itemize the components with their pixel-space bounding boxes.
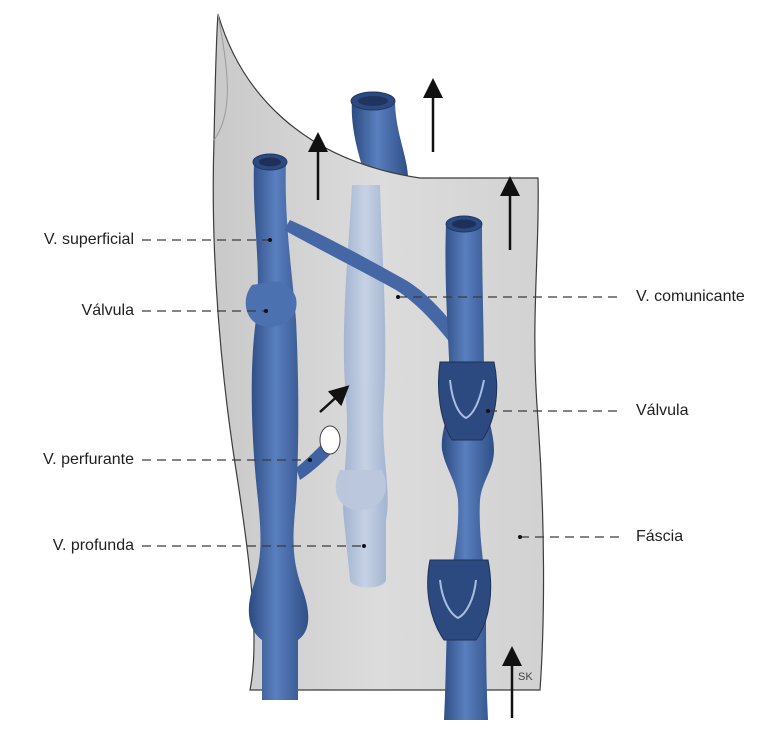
artist-signature: SK	[518, 668, 533, 686]
label-valvula-right: Válvula	[636, 402, 688, 420]
label-v-profunda: V. profunda	[14, 537, 134, 555]
label-valvula-left: Válvula	[14, 302, 134, 320]
label-v-superficial: V. superficial	[14, 231, 134, 249]
label-v-perfurante: V. perfurante	[14, 451, 134, 469]
label-v-comunicante: V. comunicante	[636, 288, 745, 306]
label-fascia: Fáscia	[636, 528, 683, 546]
